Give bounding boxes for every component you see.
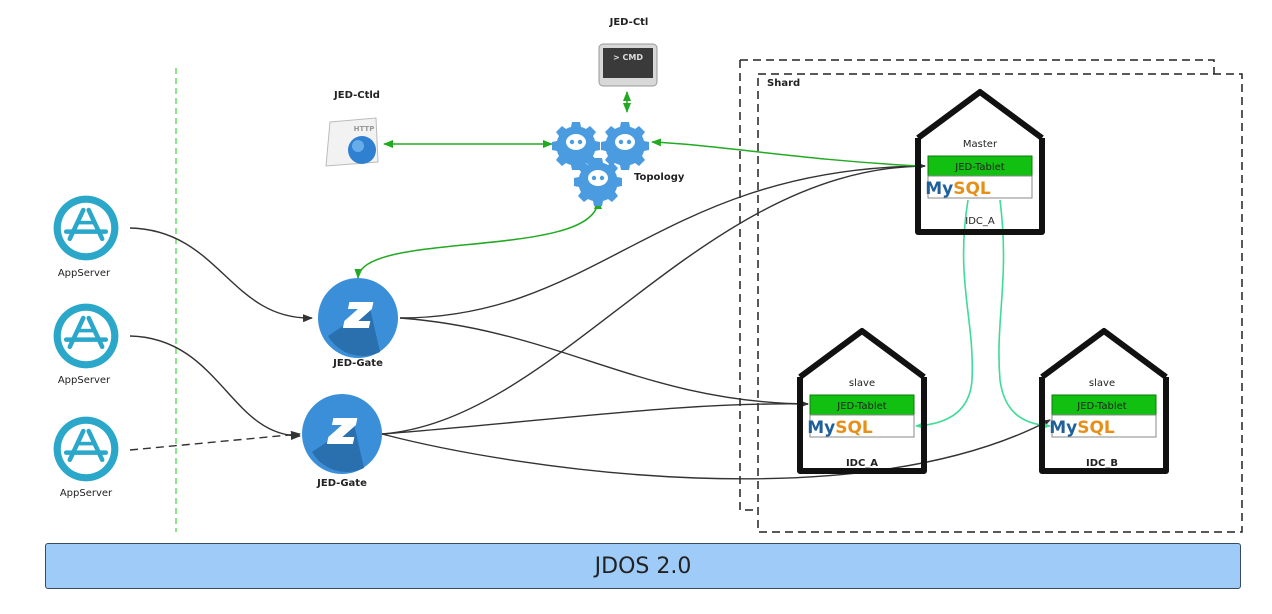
gate-z-icon [302, 394, 382, 474]
gear-cluster-icon [552, 122, 649, 206]
shard-node-slave-idc-b[interactable]: slave JED-Tablet MySQL IDC_B [1042, 331, 1166, 471]
appserver-label: AppServer [58, 268, 111, 279]
jdos-platform-bar: JDOS 2.0 [45, 543, 1241, 589]
tablet-label: JED-Tablet [954, 162, 1005, 173]
mysql-logo: MySQL [1049, 418, 1115, 438]
appserver-label: AppServer [60, 488, 113, 499]
jed-ctld-node[interactable]: JED-Ctld HTTP [325, 90, 380, 167]
link-master-topology [651, 138, 921, 167]
jed-ctld-label: JED-Ctld [333, 90, 380, 101]
app-store-icon [54, 417, 119, 482]
link-topology-gate1 [354, 199, 602, 279]
app-store-icon [54, 196, 119, 261]
link-gate2-slave-b [381, 419, 1051, 480]
appserver-label: AppServer [58, 375, 111, 386]
jed-gate-node[interactable]: JED-Gate [318, 278, 398, 369]
jed-gate-label: JED-Gate [316, 478, 367, 489]
platform-label: JDOS 2.0 [594, 553, 692, 579]
link-appserver1-gate1 [129, 227, 313, 323]
jed-gate-node[interactable]: JED-Gate [302, 394, 382, 489]
node-role: Master [963, 139, 998, 150]
shard-node-master[interactable]: Master JED-Tablet MySQL IDC_A [918, 92, 1042, 232]
topology-label: Topology [634, 172, 685, 183]
app-store-icon [54, 304, 119, 369]
mysql-logo: MySQL [925, 179, 991, 199]
link-gate1-master [399, 162, 926, 319]
appserver-node[interactable]: AppServer [54, 304, 119, 386]
shard-box [757, 73, 1243, 533]
shard-outer-border [740, 59, 1215, 74]
appserver-node[interactable]: AppServer [54, 196, 119, 279]
idc-label: IDC_A [965, 216, 995, 227]
node-role: slave [1089, 378, 1115, 389]
http-document-icon: HTTP [325, 117, 379, 167]
idc-label: IDC_A [846, 458, 878, 469]
svg-text:> CMD: > CMD [613, 53, 643, 62]
terminal-cmd-icon: > CMD [598, 43, 658, 87]
topology-node[interactable]: Topology [552, 122, 685, 206]
shard-node-slave-idc-a[interactable]: slave JED-Tablet MySQL IDC_A [800, 331, 924, 471]
link-gate2-slave-a [381, 403, 809, 435]
replication-master-slave-b [998, 199, 1051, 430]
tablet-label: JED-Tablet [836, 401, 887, 412]
link-appserver2-gate2 [129, 335, 301, 440]
link-gate2-master [381, 165, 926, 435]
idc-label: IDC_B [1086, 458, 1118, 469]
jed-ctl-label: JED-Ctl [609, 17, 649, 28]
jed-gate-label: JED-Gate [332, 358, 383, 369]
replication-master-slave-a [915, 199, 974, 430]
tablet-label: JED-Tablet [1076, 401, 1127, 412]
mysql-logo: MySQL [807, 418, 873, 438]
svg-text:HTTP: HTTP [354, 125, 375, 133]
appserver-node[interactable]: AppServer [54, 417, 119, 499]
shard-outer-border-left [739, 60, 756, 511]
link-gate1-slave-a [399, 317, 809, 408]
shard-label: Shard [767, 78, 800, 89]
node-role: slave [849, 378, 875, 389]
jed-ctl-node[interactable]: JED-Ctl > CMD [598, 17, 658, 87]
link-appserver3-gate2 [129, 430, 301, 451]
gate-z-icon [318, 278, 398, 358]
